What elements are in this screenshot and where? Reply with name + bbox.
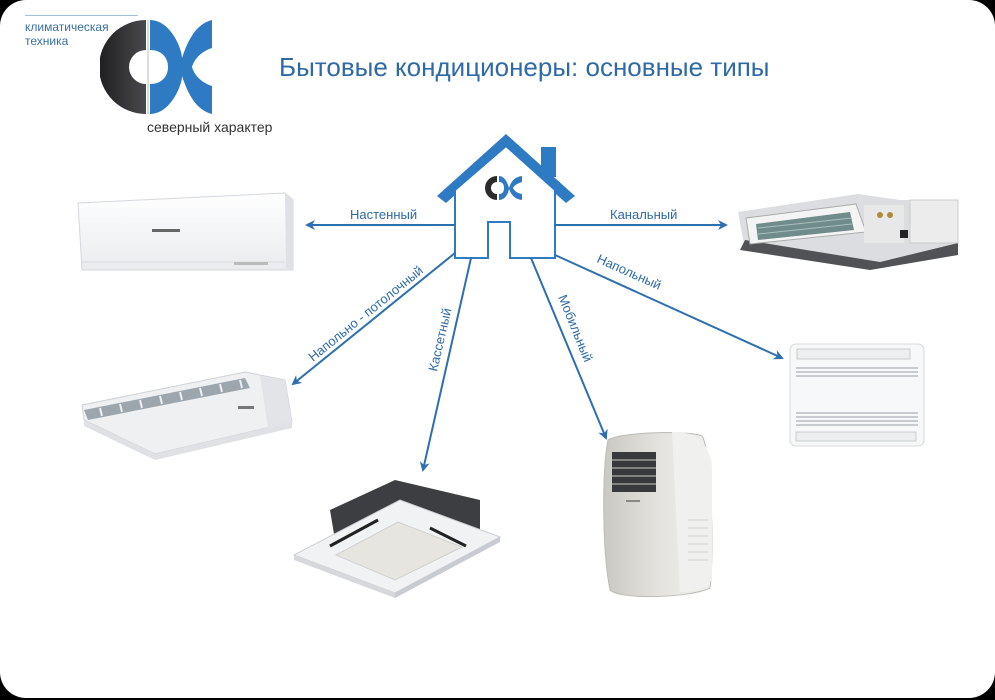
arrow-cassette: [419, 257, 472, 472]
floor-ceiling-unit-image: [81, 371, 293, 460]
house-icon: [437, 134, 575, 259]
logo-caption: климатическая техника: [25, 20, 109, 48]
logo-divider: [25, 15, 138, 16]
wall-split-unit-image: [77, 192, 294, 271]
label-floor: Напольный: [595, 251, 664, 293]
label-wall: Настенный: [350, 207, 417, 222]
connector-arrows: [291, 220, 784, 472]
page-title: Бытовые кондиционеры: основные типы: [279, 52, 770, 82]
label-cassette: Кассетный: [425, 307, 454, 373]
arrow-floor-ceiling: [291, 252, 456, 386]
mobile-unit-image: [603, 431, 713, 598]
company-logo-icon: [100, 20, 212, 114]
ducted-unit-image: [738, 194, 959, 270]
logo-caption-line2: техника: [25, 34, 69, 48]
logo-caption-line1: климатическая: [25, 20, 109, 34]
arrow-floor: [554, 254, 784, 360]
label-duct: Канальный: [610, 207, 677, 222]
label-floor-ceiling: Напольно - потолочный: [305, 263, 425, 365]
logo-tagline: северный характер: [147, 119, 273, 135]
floor-console-unit-image: [789, 343, 925, 447]
arrow-mobile: [530, 257, 608, 440]
cassette-unit-image: [292, 480, 502, 598]
